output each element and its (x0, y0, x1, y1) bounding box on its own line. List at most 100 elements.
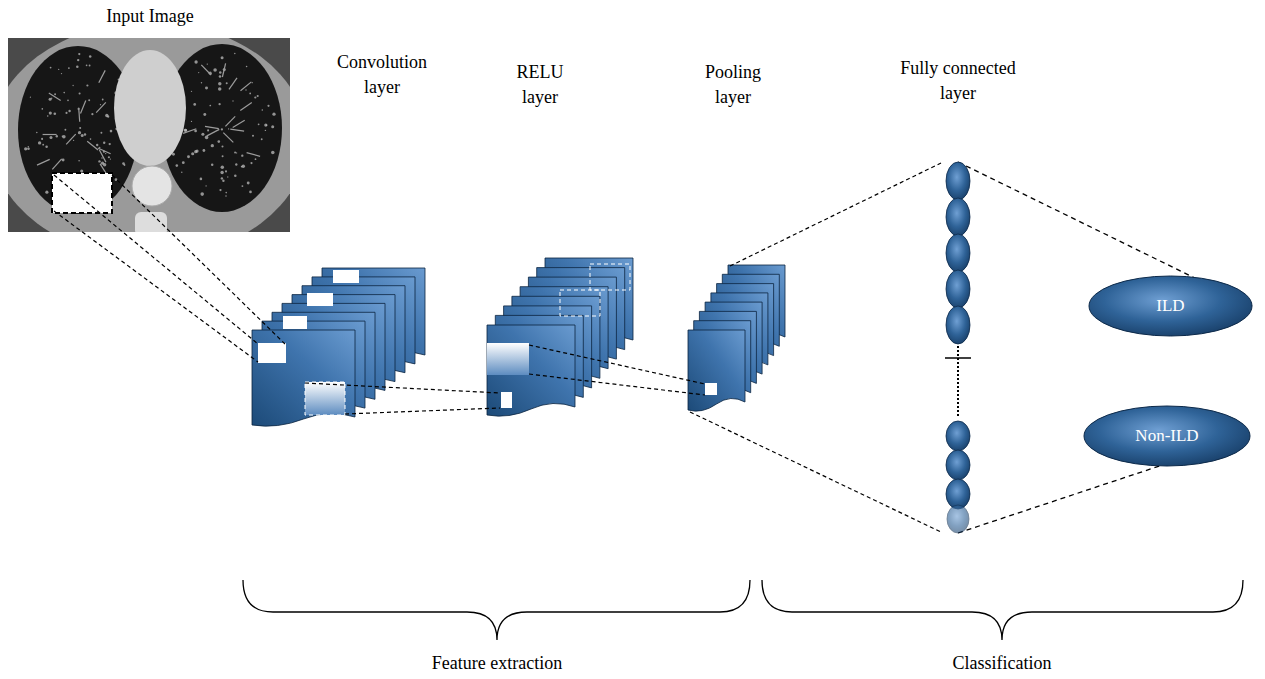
neuron (946, 270, 970, 308)
ct-speckle (242, 164, 245, 167)
ct-speckle (101, 162, 104, 165)
ct-speckle (72, 85, 73, 86)
ct-speckle (241, 166, 243, 168)
fully-connected-layer: Fully connected layer (940, 160, 976, 535)
ct-speckle (86, 84, 88, 86)
neuron-column (940, 160, 976, 535)
ct-speckle (225, 192, 227, 194)
ct-speckle (56, 135, 58, 137)
ct-speckle (205, 136, 209, 140)
ct-speckle (90, 138, 92, 140)
projection-lines (54, 163, 941, 532)
ct-speckle (235, 163, 237, 165)
ct-vessel (52, 159, 61, 169)
ct-speckle (205, 185, 206, 186)
ct-speckle (63, 92, 65, 94)
ct-speckle (191, 91, 192, 92)
ct-speckle (50, 67, 52, 69)
ct-speckle (105, 114, 108, 117)
receptive-field (501, 392, 512, 408)
ct-speckle (78, 53, 80, 55)
ct-speckle (51, 98, 52, 99)
ct-speckle (266, 124, 268, 126)
ct-speckle (252, 135, 254, 137)
ct-speckle (271, 151, 275, 155)
feature-map (487, 325, 575, 416)
ct-speckle (79, 92, 81, 94)
ct-speckle (122, 162, 125, 165)
ct-speckle (218, 103, 220, 105)
projection-line (730, 163, 941, 266)
layer-label: Fully connected layer (888, 56, 1028, 106)
ct-speckle (103, 142, 105, 144)
ct-vessel (37, 159, 50, 165)
ct-scan (8, 38, 290, 232)
ct-speckle (102, 99, 104, 101)
ct-speckle (225, 195, 227, 197)
ct-speckle (249, 93, 251, 95)
section-label: Classification (892, 651, 1112, 676)
ct-speckle (58, 69, 59, 70)
ct-speckle (27, 147, 30, 150)
ct-speckle (100, 104, 101, 105)
ct-speckle (91, 113, 93, 115)
ct-speckle (201, 133, 204, 136)
ct-vessel (222, 63, 225, 77)
ct-speckle (81, 134, 84, 137)
ct-mediastinum (114, 50, 186, 166)
ct-speckle (36, 132, 37, 133)
layer-label: RELU layer (505, 60, 575, 110)
ct-speckle (193, 103, 196, 106)
braces (243, 580, 1243, 640)
ct-speckle (228, 128, 229, 129)
ct-body (8, 38, 290, 232)
neuron (946, 198, 970, 236)
ct-speckle (200, 192, 204, 196)
ellipse-outline (1084, 406, 1250, 466)
ct-vessel (43, 134, 57, 135)
tick (945, 357, 971, 359)
ct-vessel (229, 78, 237, 90)
ct-vessel (99, 150, 106, 162)
ct-speckle (181, 172, 182, 173)
ct-speckle (249, 191, 252, 194)
ct-vessel (201, 65, 211, 75)
ct-speckle (211, 144, 214, 147)
ct-speckle (217, 140, 220, 143)
projection-line (305, 383, 500, 393)
ct-speckle (205, 86, 208, 89)
class-ellipse: ILD (1088, 275, 1253, 337)
ct-speckle (254, 96, 256, 98)
ct-speckle (221, 146, 223, 148)
ct-vessel (49, 93, 61, 100)
ct-speckle (182, 161, 185, 164)
ct-speckle (45, 145, 48, 148)
receptive-field (283, 316, 307, 329)
receptive-field (307, 293, 333, 306)
layer-label: Convolution layer (327, 50, 437, 100)
ct-speckle (271, 125, 274, 128)
ct-speckle (222, 155, 224, 157)
ct-speckle (236, 152, 237, 153)
ct-speckle (267, 105, 269, 107)
ct-vessel (183, 129, 196, 134)
section-label: Feature extraction (387, 651, 607, 676)
ct-speckle (49, 112, 52, 115)
ct-speckle (264, 124, 267, 127)
ct-speckle (176, 164, 179, 167)
brace (762, 580, 1243, 640)
ct-speckle (221, 177, 223, 179)
projection-line (690, 412, 941, 532)
neuron (946, 421, 970, 451)
ct-speckle (200, 178, 203, 181)
ct-speckle (194, 150, 197, 153)
ct-vessel (96, 102, 106, 112)
neuron (946, 306, 970, 344)
ct-speckle (221, 56, 224, 59)
ct-speckle (191, 152, 194, 155)
ct-speckle (96, 144, 98, 146)
layer-label: Pooling layer (696, 60, 771, 110)
ct-speckle (265, 130, 266, 131)
ct-speckle (100, 132, 102, 134)
neuron (947, 505, 969, 533)
